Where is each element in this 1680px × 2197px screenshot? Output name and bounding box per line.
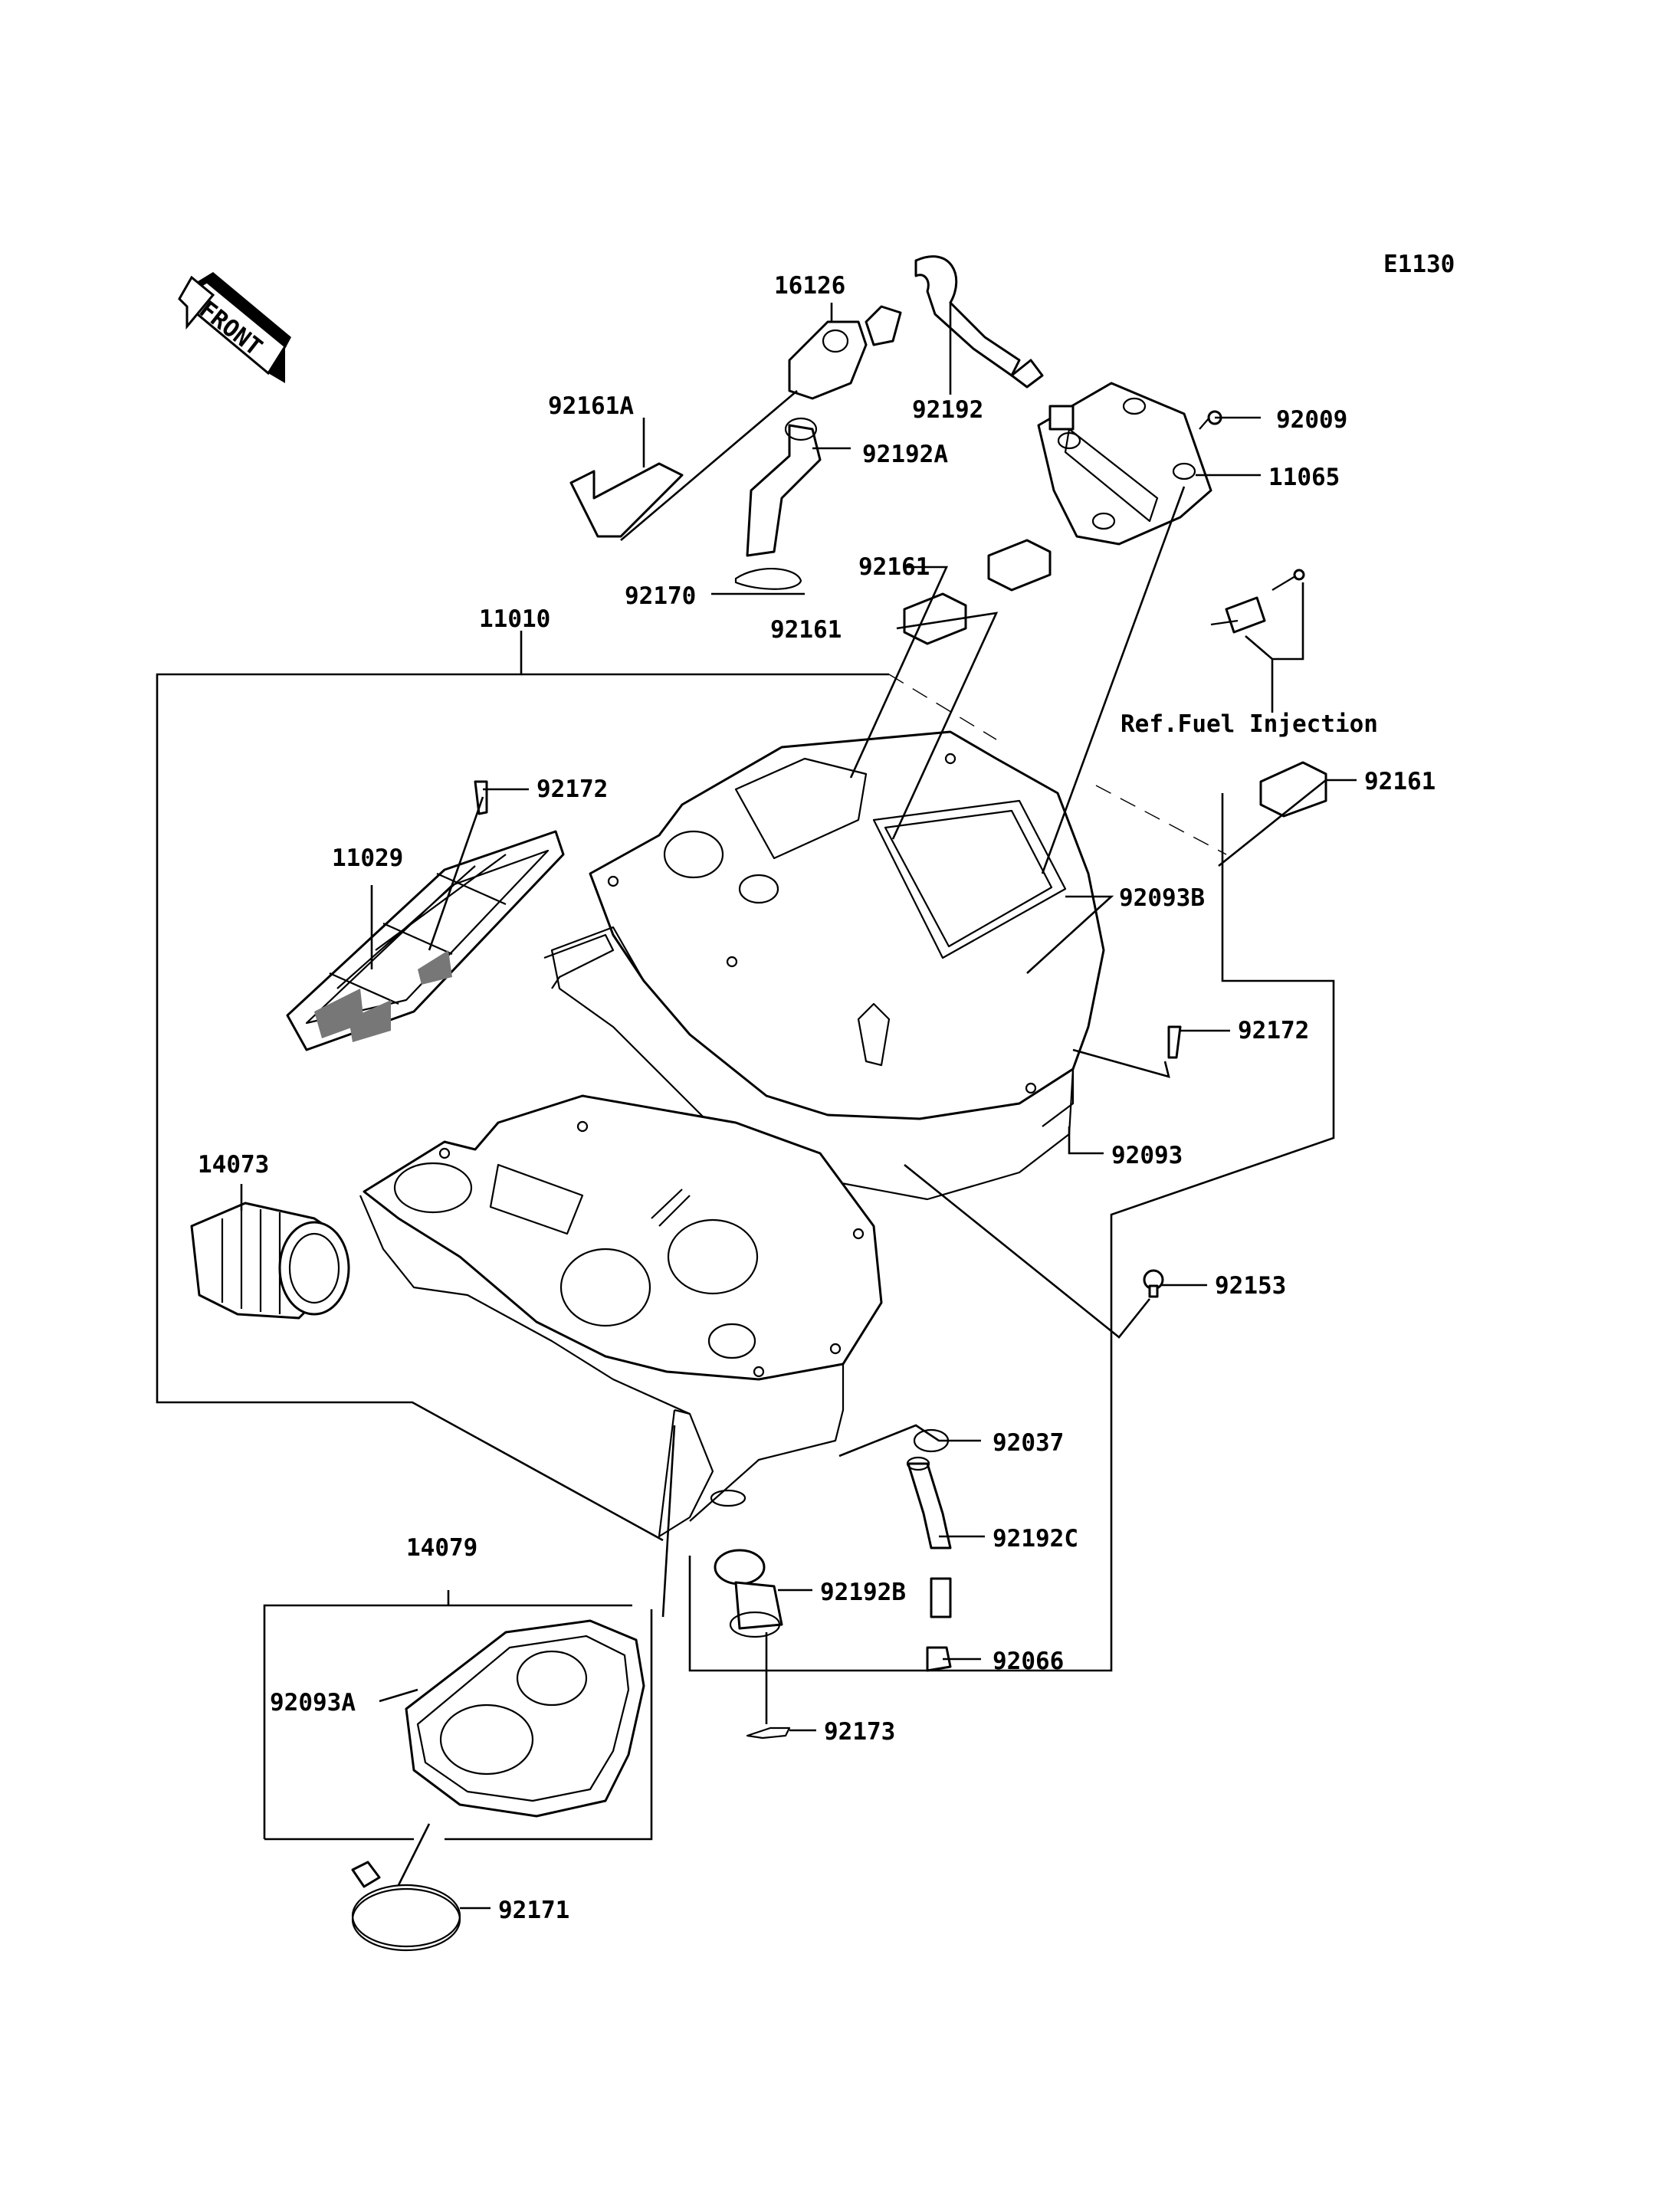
cover-plate	[1037, 382, 1212, 546]
label-11065: 11065	[1268, 464, 1340, 491]
label-11010: 11010	[479, 605, 550, 633]
label-92009: 92009	[1276, 406, 1347, 434]
assembly-bracket-11010	[156, 631, 1335, 1672]
label-92171: 92171	[498, 1897, 569, 1924]
label-16126: 16126	[774, 272, 845, 300]
label-92192B: 92192B	[820, 1579, 906, 1606]
pad-92161-middle	[903, 592, 967, 645]
air-filter-element	[286, 830, 565, 1051]
drain-plug-92192B	[714, 1549, 783, 1638]
assembly-bracket-14079	[263, 1590, 653, 1841]
hose-92192A	[746, 417, 822, 557]
screw-92153	[1143, 1269, 1164, 1298]
label-92066: 92066	[993, 1648, 1064, 1675]
bracket-rubber	[569, 462, 684, 538]
label-92192: 92192	[912, 396, 983, 424]
label-14073: 14073	[198, 1151, 269, 1179]
hose-92192C	[906, 1456, 952, 1618]
label-92172-top: 92172	[536, 776, 608, 803]
front-arrow-icon: FRONT	[178, 272, 291, 383]
label-92093: 92093	[1111, 1142, 1183, 1169]
label-14079: 14079	[406, 1534, 477, 1562]
label-92161-right: 92161	[1364, 768, 1436, 795]
intake-duct	[190, 1202, 350, 1320]
air-cleaner-upper-housing	[543, 730, 1105, 1201]
plug-92066	[926, 1646, 952, 1672]
label-92192A: 92192A	[862, 441, 948, 468]
label-92192C: 92192C	[993, 1525, 1078, 1553]
air-switching-valve	[788, 305, 902, 400]
screw-92172-right	[1167, 1025, 1182, 1059]
label-92093A: 92093A	[270, 1689, 356, 1717]
sensor-fuel-injection	[1210, 569, 1305, 713]
air-cleaner-cover-14079	[405, 1619, 645, 1818]
screw-92172-top	[474, 780, 488, 815]
air-cleaner-lower-housing	[359, 1094, 883, 1538]
label-92161A: 92161A	[548, 392, 634, 420]
diagram-code: E1130	[1383, 251, 1455, 278]
part-labels: 16126 92192 92161A 92192A 92009 11065 92…	[198, 272, 1436, 1924]
ref-fuel-injection-note: Ref.Fuel Injection	[1121, 710, 1378, 738]
hose-band-92171	[351, 1861, 461, 1952]
label-92172-right: 92172	[1238, 1017, 1309, 1044]
label-92170: 92170	[625, 582, 696, 610]
label-11029: 11029	[332, 844, 403, 872]
leader-lines	[240, 303, 1357, 1910]
screw-92009	[1199, 410, 1222, 430]
hose-92192	[914, 255, 1044, 389]
label-92161-middle: 92161	[770, 616, 842, 644]
clip-92173	[746, 1726, 791, 1740]
label-92153: 92153	[1215, 1272, 1286, 1300]
label-92173: 92173	[824, 1718, 895, 1746]
pad-92161-upper	[987, 539, 1052, 592]
label-92093B: 92093B	[1119, 884, 1205, 912]
label-92161-upper: 92161	[858, 553, 930, 581]
pad-92161-right	[1259, 761, 1327, 818]
label-92037: 92037	[993, 1429, 1064, 1457]
clamp-92170	[734, 567, 802, 590]
